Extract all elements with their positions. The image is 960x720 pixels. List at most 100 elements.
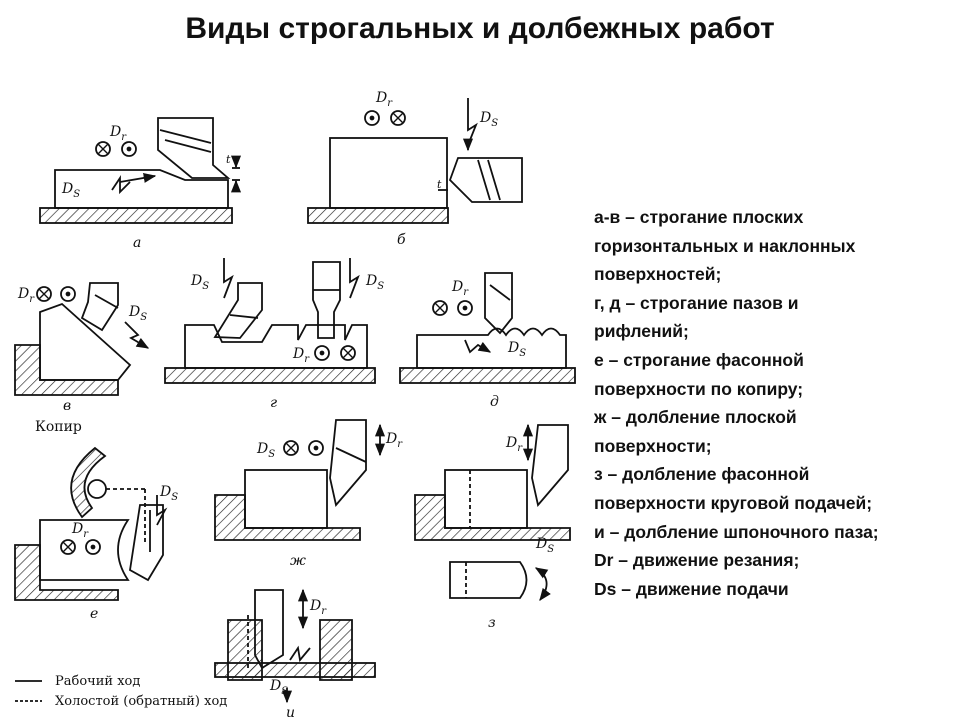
panel-v [14,282,150,396]
into-page-symbol [95,141,111,157]
legend-line: а-в – строгание плоских [594,207,804,227]
out-of-page-symbol [314,345,330,361]
legend-description: а-в – строгание плоских горизонтальных и… [594,203,954,603]
panel-label: а [133,235,141,251]
panel-z [414,423,571,602]
legend-line: Ds – движение подачи [594,578,789,599]
out-of-page-symbol [308,440,324,456]
svg-text:Dr: Dr [505,435,523,454]
svg-text:DS: DS [159,484,178,503]
svg-text:DS: DS [269,678,288,697]
svg-text:DS: DS [61,181,80,200]
table-base [307,207,449,224]
into-page-symbol [36,286,52,302]
workpiece [54,169,229,209]
legend-line: г, д – строгание пазов и [594,292,799,313]
panel-label: е [90,606,98,622]
panel-label: и [286,705,295,720]
out-of-page-symbol [457,300,473,316]
into-page-symbol [340,345,356,361]
workpiece [184,324,368,369]
key-working-stroke: Рабочий ход [55,674,140,689]
table-base [164,367,376,384]
into-page-symbol [390,110,406,126]
workpiece [416,327,567,369]
cutter [80,282,119,332]
table-base [14,344,119,396]
line-style-key [15,680,42,702]
table-base [414,494,571,541]
panel-label: г [270,395,277,411]
svg-text:DS: DS [507,340,526,359]
panel-d [399,272,576,384]
workpiece [444,469,528,529]
out-of-page-symbol [60,286,76,302]
panel-i [214,588,376,704]
cutter [484,272,513,335]
cutter [254,589,284,670]
table-base [399,367,576,384]
out-of-page-symbol [121,141,137,157]
svg-text:Dr: Dr [309,598,327,617]
key-idle-stroke: Холостой (обратный) ход [55,694,227,709]
svg-text:DS: DS [190,273,209,292]
svg-text:Dr: Dr [17,286,35,305]
legend-line: з – долбление фасонной [594,464,810,485]
panel-a [39,117,242,224]
kopir-label: Копир [35,419,82,435]
cutter-left [213,282,263,339]
panel-label: б [397,232,406,248]
panel-b [307,98,523,224]
svg-text:Dr: Dr [375,90,393,109]
legend-line: поверхности круговой подачей; [594,492,873,513]
panel-label: д [490,394,499,410]
svg-text:Dr: Dr [451,279,469,298]
rotating-part [449,561,528,599]
legend-line: Dr – движение резания; [594,550,800,571]
follower-roller [87,479,107,499]
legend-line: поверхности по копиру; [594,378,804,399]
legend-line: горизонтальных и наклонных [594,235,856,256]
svg-text:DS: DS [256,441,275,460]
table-base [214,662,376,678]
zigzag-break [111,175,131,195]
panel-g [164,258,376,384]
svg-text:Dr: Dr [385,431,403,450]
table-base [39,207,233,224]
cutter-right [312,261,341,339]
into-page-symbol [60,539,76,555]
panel-label: ж [290,553,306,569]
svg-text:DS: DS [535,536,554,555]
workpiece [244,469,328,529]
svg-text:Dr: Dr [71,521,89,540]
into-page-symbol [432,300,448,316]
svg-text:t: t [226,153,231,166]
workpiece [39,519,130,581]
into-page-symbol [283,440,299,456]
svg-text:DS: DS [365,273,384,292]
svg-text:Dr: Dr [109,124,127,143]
svg-text:t: t [437,178,442,191]
panel-label: з [488,615,496,631]
legend-line: ж – долбление плоской [594,407,797,428]
panel-label: в [63,398,71,414]
cutter [531,424,569,507]
template-copier [70,446,107,519]
svg-text:DS: DS [128,304,147,323]
legend-line: и – долбление шпоночного паза; [594,521,879,542]
workpiece [39,302,132,381]
cutter [329,419,367,507]
panel-zh [214,419,386,541]
legend-line: поверхности; [594,435,712,456]
legend-line: поверхностей; [594,264,722,285]
feed-arrow [119,172,157,183]
out-of-page-symbol [85,539,101,555]
cutter [448,157,523,203]
legend-line: е – строгание фасонной [594,349,804,370]
svg-text:DS: DS [479,110,498,129]
cutter [157,117,231,179]
legend-line: рифлений; [594,321,689,342]
out-of-page-symbol [364,110,380,126]
page-title: Виды строгальных и долбежных работ [185,12,775,45]
machining-diagram: а б в г д е ж з и Копир Dr DS t Dr DS t … [14,90,576,720]
